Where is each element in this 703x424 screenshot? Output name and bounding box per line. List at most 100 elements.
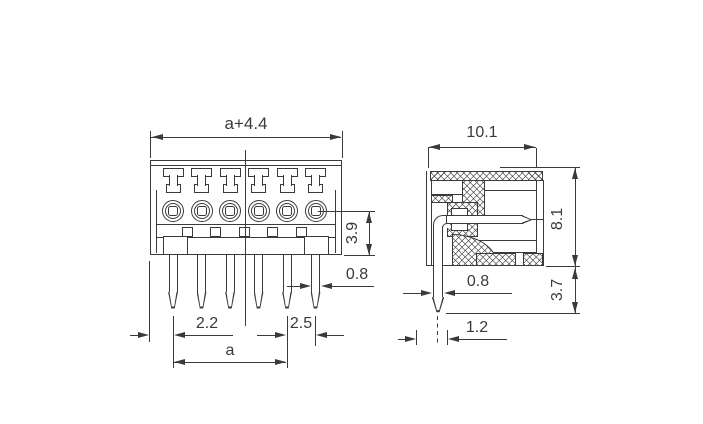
side-left-wall (426, 171, 432, 266)
dim-pin-below-body-label: 3.7 (549, 278, 566, 302)
front-pin (225, 255, 235, 292)
dim-arrow (523, 144, 535, 150)
slot-stem (225, 175, 235, 186)
dim-pin-pitch-label: 2.5 (289, 315, 313, 332)
front-band-lower-line (156, 236, 336, 238)
terminal-cell (273, 160, 301, 320)
front-centerline (244, 150, 246, 326)
leg-centerline-dashed (437, 316, 439, 346)
ext-line (148, 261, 150, 342)
ext-line (344, 254, 375, 256)
dim-line (173, 361, 286, 363)
front-pin-tip-inner (169, 291, 177, 307)
side-right-wall (536, 180, 544, 266)
front-pin-tip-inner (311, 291, 320, 307)
dim-arrow (366, 243, 372, 255)
ext-line (149, 131, 151, 158)
section-step-bar (431, 194, 453, 203)
dim-line (257, 334, 276, 336)
solder-leg (432, 226, 444, 298)
dim-arrow (173, 359, 185, 365)
ext-line (446, 330, 448, 345)
dim-arrow (329, 134, 341, 140)
dim-line (574, 267, 576, 313)
contact-pin-tip-inner (521, 216, 531, 223)
dim-arrow (447, 336, 459, 342)
dim-line (458, 338, 507, 340)
dim-line (403, 292, 422, 294)
ext-line (315, 316, 316, 346)
dim-body-height-label: 8.1 (549, 207, 566, 231)
dim-arrow (275, 359, 286, 365)
dim-arrow (572, 267, 578, 279)
dim-arrow (405, 336, 416, 342)
terminal-cell (188, 160, 216, 320)
section-bottom-seg-right (523, 253, 543, 266)
front-left-inner-line (156, 190, 158, 253)
front-pin-tip-inner (283, 291, 291, 307)
slot-stem (197, 175, 206, 186)
section-top-bar (430, 170, 543, 181)
dim-line (130, 334, 139, 336)
dim-line (455, 292, 512, 294)
dim-line (428, 146, 536, 148)
pin-bend-inner-radius (442, 223, 449, 229)
dim-line (574, 168, 576, 266)
dim-pin-width-label: 0.8 (345, 266, 369, 283)
front-band-upper-line (156, 224, 336, 226)
slot-stem (254, 175, 263, 186)
dim-arrow (275, 332, 286, 338)
dim-line (184, 334, 233, 336)
ext-line (416, 330, 417, 345)
terminal-cell (159, 160, 187, 320)
ext-line (446, 312, 580, 314)
dim-edge-to-first-pin-label: 2.2 (195, 315, 219, 332)
dim-pin-offset-label: 1.2 (465, 319, 489, 336)
slot-stem (311, 175, 320, 186)
terminal-square-hole (253, 206, 264, 216)
slot-stem (282, 175, 292, 186)
dim-depth-label: 10.1 (466, 124, 498, 141)
dim-arrow (572, 301, 578, 313)
front-left-tab (163, 236, 188, 255)
dim-arrow (151, 134, 163, 140)
terminal-cell (302, 160, 330, 320)
front-right-tab (304, 236, 329, 255)
cavity-ledge-line (476, 240, 537, 242)
dim-arrow (320, 283, 332, 289)
side-step-block (431, 180, 466, 195)
dim-line (398, 338, 406, 340)
terminal-cell (216, 160, 244, 320)
dim-arrow (316, 332, 327, 338)
front-pin-tip-inner (254, 291, 263, 307)
ext-line (341, 131, 343, 158)
divider-block (238, 226, 250, 237)
ext-line (546, 266, 580, 267)
front-right-inner-line (335, 190, 337, 253)
front-pin (311, 255, 320, 292)
dim-arrow (421, 290, 432, 296)
dim-arrow (444, 290, 455, 296)
dim-line (368, 211, 370, 255)
ext-line (500, 167, 580, 168)
dim-total-width-label: a+4.4 (224, 114, 268, 133)
front-pin (254, 255, 263, 292)
ext-line (286, 316, 288, 368)
dim-arrow (572, 168, 578, 179)
dim-arrow (138, 332, 149, 338)
dim-line (327, 334, 344, 336)
ext-line (535, 148, 537, 168)
divider-block (295, 226, 307, 237)
dim-pin-row-span-label: a (225, 342, 235, 359)
terminal-cell (245, 160, 273, 320)
dim-arrow (366, 211, 372, 223)
front-pin (168, 255, 178, 292)
dim-center-to-bottom-label: 3.9 (344, 221, 361, 245)
dim-line (151, 136, 341, 138)
front-top-inner-line (151, 164, 341, 166)
divider-block (210, 226, 222, 237)
cavity-top-line (455, 189, 537, 191)
dim-arrow (299, 283, 311, 289)
pin-axis-line (530, 219, 544, 221)
